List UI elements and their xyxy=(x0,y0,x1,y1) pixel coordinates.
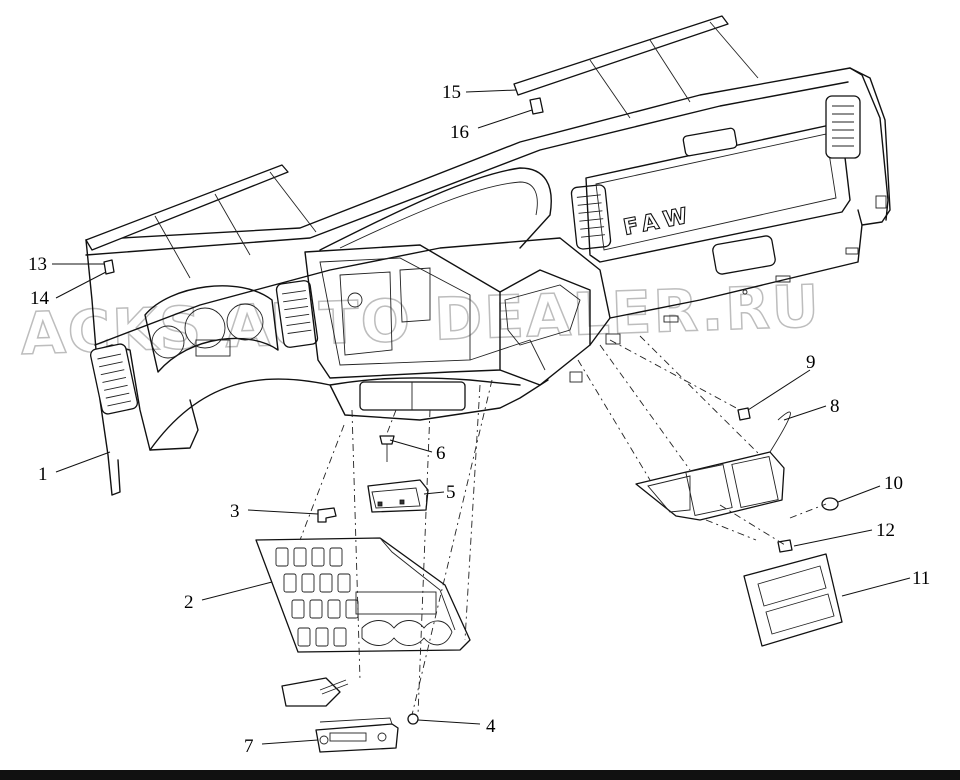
upper-trim-strip-left xyxy=(85,164,317,279)
dashboard-assembly: FAW xyxy=(85,67,891,496)
callout-16: 16 xyxy=(450,122,469,143)
clip-part-16 xyxy=(529,97,544,115)
callout-13: 13 xyxy=(28,254,47,275)
callout-6: 6 xyxy=(436,443,446,464)
upper-trim-strip-right xyxy=(513,15,759,119)
clip-part-3 xyxy=(317,507,337,523)
callout-5: 5 xyxy=(446,482,456,503)
callout-12: 12 xyxy=(876,520,895,541)
callout-9: 9 xyxy=(806,352,816,373)
callout-labels: 1 2 3 4 5 6 7 8 9 10 11 12 13 14 15 16 xyxy=(28,82,930,757)
bottom-border xyxy=(0,770,960,780)
callout-15: 15 xyxy=(442,82,461,103)
callout-4: 4 xyxy=(486,716,496,737)
switch-panel-part-2 xyxy=(255,537,471,653)
vent-cluster-part-8 xyxy=(635,411,791,521)
callout-3: 3 xyxy=(230,501,240,522)
fastener-part-4 xyxy=(407,713,419,725)
callout-2: 2 xyxy=(184,592,194,613)
leader-lines xyxy=(52,89,911,745)
callout-7: 7 xyxy=(244,736,254,757)
callout-10: 10 xyxy=(884,473,903,494)
explode-lines xyxy=(299,335,827,716)
watermark-text: ACKS AUTO DEALER.RU xyxy=(20,272,822,368)
knob-part-10 xyxy=(821,497,839,511)
clip-part-14 xyxy=(103,259,115,275)
callout-1: 1 xyxy=(38,464,48,485)
radio-unit-part-7 xyxy=(315,717,399,753)
bracket-part-5 xyxy=(367,479,429,513)
clip-part-9 xyxy=(737,407,751,421)
callout-8: 8 xyxy=(830,396,840,417)
faw-badge: FAW xyxy=(621,203,695,241)
bracket-part xyxy=(281,677,341,707)
bolt-part-6 xyxy=(379,435,395,462)
callout-11: 11 xyxy=(912,568,930,589)
callout-14: 14 xyxy=(30,288,50,309)
cupholder-frame-part-11 xyxy=(743,553,843,647)
